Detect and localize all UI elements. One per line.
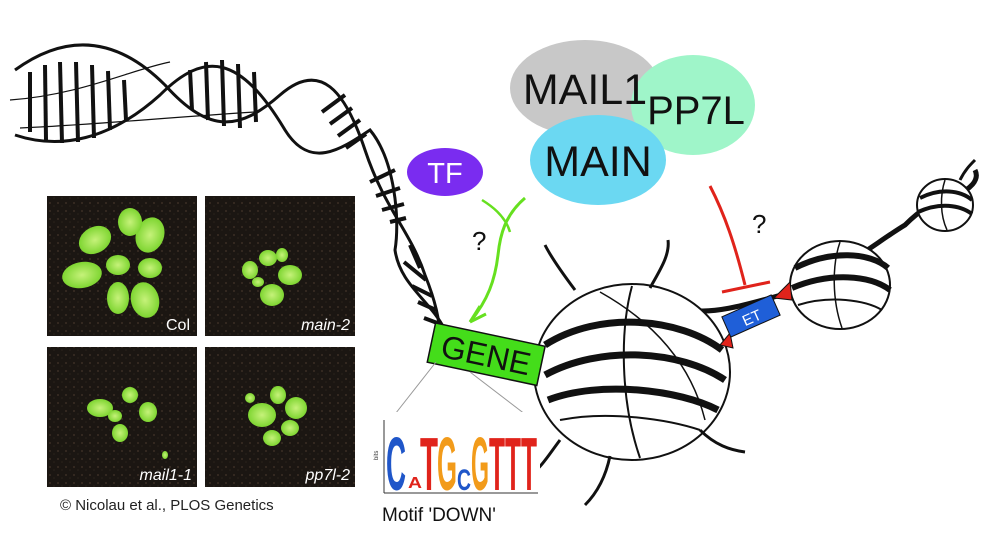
question-mark-right: ? — [752, 209, 766, 239]
svg-text:T: T — [420, 422, 438, 506]
pp7l-blob — [631, 55, 755, 155]
svg-text:T: T — [521, 422, 537, 506]
main-blob — [530, 115, 666, 205]
photo-label-pp7l-2: pp7l-2 — [305, 467, 351, 484]
photo-main-2 — [205, 196, 355, 336]
copyright-notice: © Nicolau et al., PLOS Genetics — [60, 497, 274, 514]
tf-blob — [407, 148, 483, 196]
photo-label-mail1-1: mail1-1 — [140, 467, 192, 484]
question-mark-left: ? — [472, 226, 486, 256]
photo-pp7l-2 — [205, 347, 355, 487]
activation-arrow — [468, 196, 526, 324]
main-label: MAIN — [544, 138, 652, 186]
protein-complex: MAIL1 PP7L MAIN — [510, 40, 755, 205]
svg-text:bits: bits — [374, 451, 380, 460]
svg-text:C: C — [457, 464, 471, 497]
photo-col — [47, 196, 197, 336]
sequence-logo: bits C A T G C G T T T — [370, 412, 540, 506]
svg-text:C: C — [386, 422, 406, 506]
motif-guide-lines — [391, 361, 531, 419]
et-box — [721, 294, 781, 338]
motif-caption: Motif 'DOWN' — [382, 505, 496, 526]
dna-helix — [9, 43, 447, 341]
tf-label: TF — [427, 158, 462, 190]
nucleosome-medium — [789, 240, 892, 330]
photo-mail1-1 — [47, 347, 197, 487]
mail1-blob — [510, 40, 660, 136]
svg-text:T: T — [505, 422, 521, 506]
gene-box: GENE — [426, 322, 547, 387]
et-label: ET — [740, 307, 764, 330]
repression-arrow — [708, 185, 771, 294]
pp7l-label: PP7L — [647, 89, 745, 133]
photo-label-col: Col — [166, 317, 190, 334]
nucleosome-large — [524, 239, 746, 507]
photo-label-main-2: main-2 — [301, 317, 350, 334]
svg-text:T: T — [489, 422, 505, 506]
mail1-label: MAIL1 — [523, 66, 647, 114]
svg-text:G: G — [437, 422, 457, 506]
nucleosome-small — [916, 158, 977, 232]
svg-text:G: G — [471, 422, 489, 506]
svg-text:A: A — [408, 475, 423, 492]
et-element: ET — [719, 280, 793, 349]
